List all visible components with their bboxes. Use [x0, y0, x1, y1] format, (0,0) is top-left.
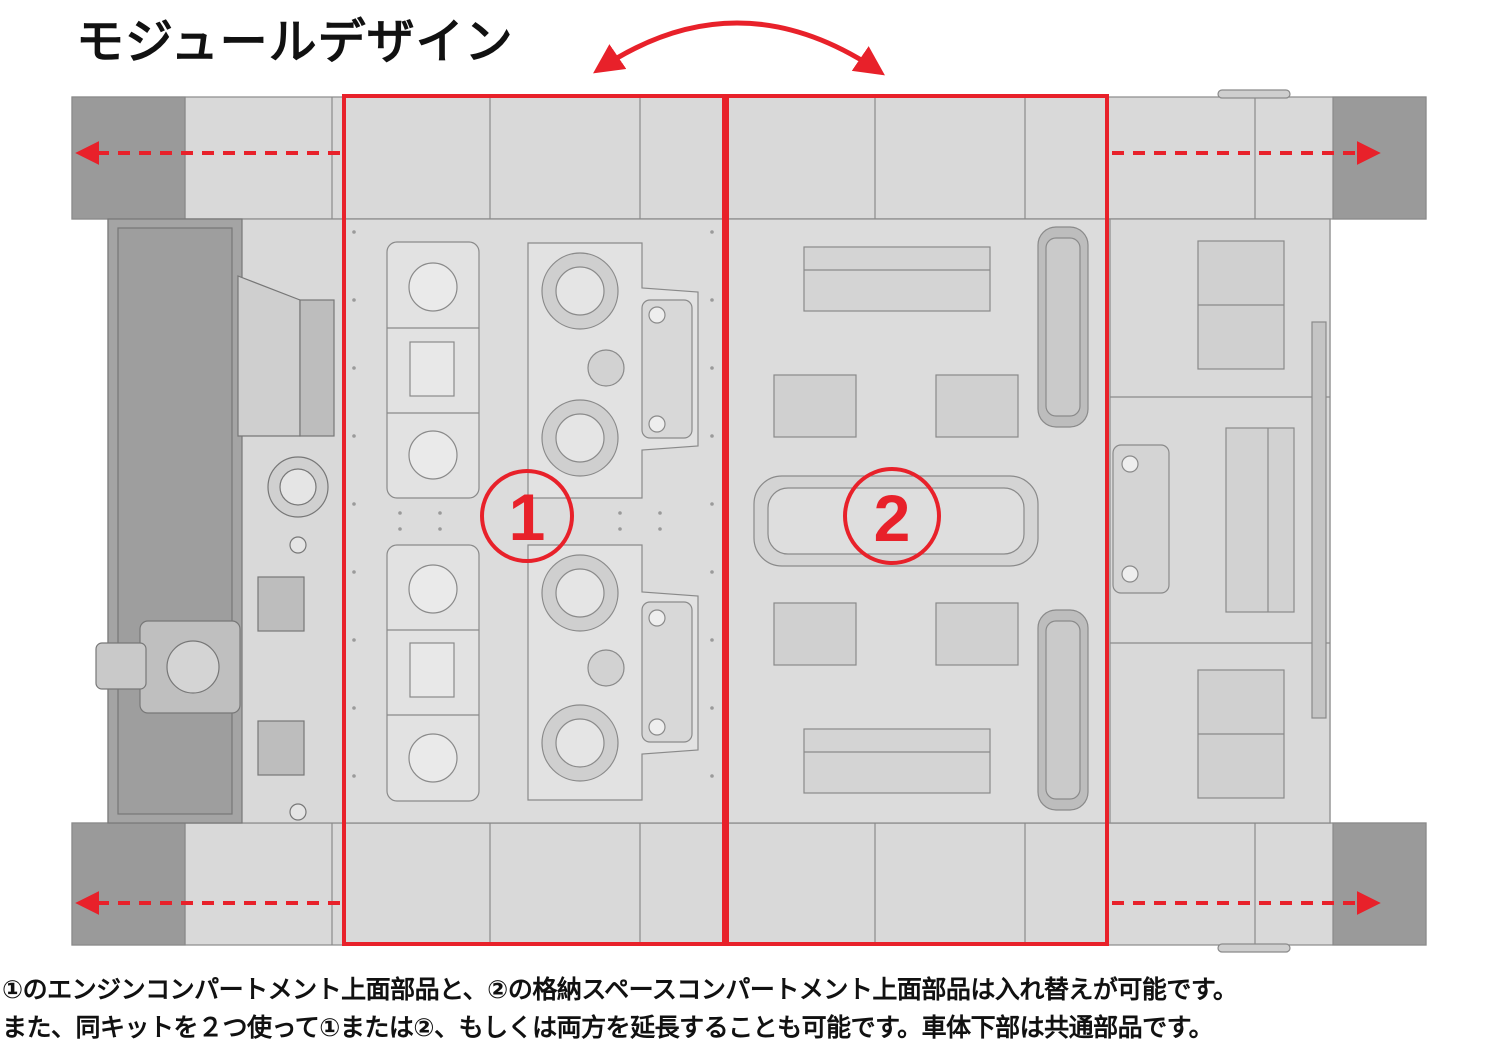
module-1-label: 1 [480, 469, 574, 563]
rear-section [1109, 218, 1331, 824]
module-2-number: 2 [874, 481, 911, 555]
module-2-label: 2 [843, 467, 941, 565]
module-2-storage-top [726, 218, 1108, 824]
caption-line-2: また、同キットを２つ使って①または②、もしくは両方を延長することも可能です。車体… [2, 1013, 1214, 1042]
module-diagram: 1 2 [71, 20, 1427, 953]
swap-arrow [593, 20, 885, 76]
module-1-outline [342, 94, 726, 946]
caption-line-1: ①のエンジンコンパートメント上面部品と、②の格納スペースコンパートメント上面部品… [2, 975, 1238, 1004]
page-title: モジュールデザイン [76, 14, 514, 70]
module-2-outline [725, 94, 1109, 946]
module-1-rivets [352, 230, 714, 778]
module-1-number: 1 [509, 480, 546, 554]
extend-arrows [75, 141, 1381, 915]
front-compartment [95, 218, 335, 824]
module-1-engine-top [343, 218, 725, 824]
